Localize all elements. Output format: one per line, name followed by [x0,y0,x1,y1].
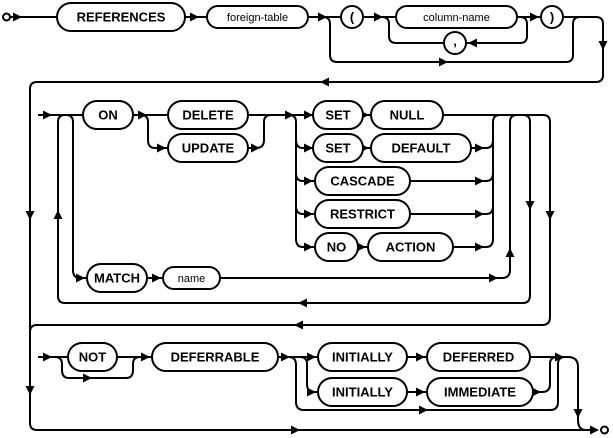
keyword-delete-label: DELETE [182,108,234,123]
keyword-on: ON [82,100,134,130]
keyword-references-label: REFERENCES [77,10,166,25]
keyword-initially-2-label: INITIALLY [332,385,393,400]
keyword-default-label: DEFAULT [392,141,451,156]
punct-lparen: ( [340,5,364,29]
keyword-action: ACTION [367,232,454,262]
keyword-not: NOT [67,342,118,372]
keyword-update-label: UPDATE [182,141,235,156]
keyword-restrict-label: RESTRICT [330,207,395,222]
keyword-action-label: ACTION [386,240,436,255]
keyword-update: UPDATE [167,133,249,163]
keyword-set-1: SET [312,100,364,130]
nonterminal-column-name: column-name [395,5,518,29]
bubbles: REFERENCES foreign-table ( column-name )… [56,2,564,407]
nonterminal-foreign-table: foreign-table [206,5,309,29]
keyword-immediate-label: IMMEDIATE [444,385,516,400]
punct-rparen: ) [540,5,564,29]
keyword-immediate: IMMEDIATE [426,377,534,407]
keyword-not-label: NOT [79,350,107,365]
keyword-deferred-label: DEFERRED [443,350,515,365]
keyword-deferrable: DEFERRABLE [151,342,279,372]
keyword-on-label: ON [98,108,118,123]
keyword-no: NO [314,232,359,262]
keyword-set-1-label: SET [325,108,350,123]
keyword-cascade-label: CASCADE [330,174,395,189]
punct-lparen-label: ( [350,10,355,25]
keyword-match-label: MATCH [94,271,140,286]
nonterminal-foreign-table-label: foreign-table [227,12,288,24]
punct-rparen-label: ) [550,10,554,25]
nonterminal-column-name-label: column-name [423,12,490,24]
keyword-set-2: SET [312,133,364,163]
keyword-references: REFERENCES [56,2,186,32]
start-terminal-icon [2,12,11,22]
nonterminal-name: name [162,266,221,290]
end-terminal-icon [600,425,609,435]
keyword-no-label: NO [327,240,347,255]
keyword-default: DEFAULT [370,133,472,163]
keyword-cascade: CASCADE [314,166,411,196]
punct-comma: , [443,31,467,55]
keyword-deferred: DEFERRED [426,342,531,372]
keyword-set-2-label: SET [325,141,350,156]
nonterminal-name-label: name [178,273,206,285]
keyword-initially-1-label: INITIALLY [332,350,393,365]
keyword-match: MATCH [86,263,148,293]
keyword-null-label: NULL [390,108,425,123]
punct-comma-label: , [453,34,457,49]
keyword-initially-2: INITIALLY [317,377,408,407]
keyword-restrict: RESTRICT [314,199,411,229]
keyword-null: NULL [370,100,444,130]
keyword-initially-1: INITIALLY [317,342,408,372]
keyword-deferrable-label: DEFERRABLE [171,350,260,365]
keyword-delete: DELETE [167,100,249,130]
